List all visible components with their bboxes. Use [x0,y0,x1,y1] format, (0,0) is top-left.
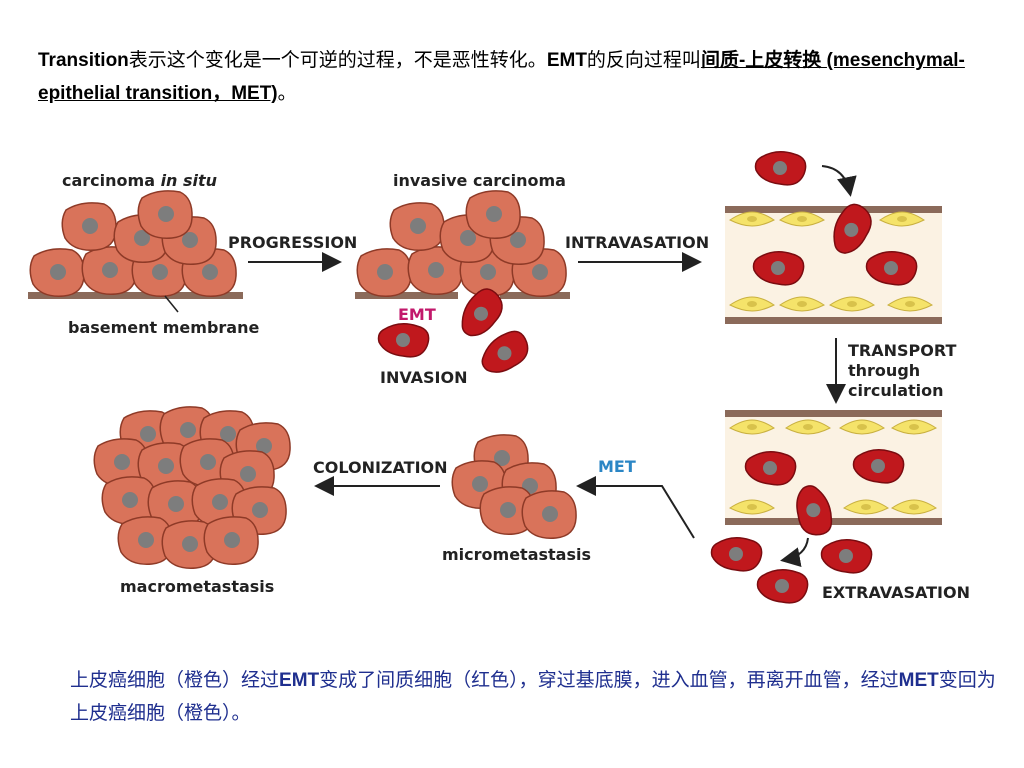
header-met-cn: 间质-上皮转换 [700,50,827,71]
label-through: through [848,361,920,380]
label-macrometastasis: macrometastasis [120,577,274,596]
label-in-situ: in situ [161,171,218,190]
membrane-pointer [164,295,179,313]
label-progression: PROGRESSION [228,233,357,252]
footer-part5: 变回为上皮癌细胞（橙色）。 [70,669,996,724]
mesenchymal-cell [377,323,430,358]
epithelial-cell [137,190,193,239]
label-micrometastasis: micrometastasis [442,545,591,564]
met-arrow [576,476,695,539]
met-arrow-group: MET [576,457,695,539]
carcinoma-in-situ-group: carcinoma in situ basement membrane [28,171,259,337]
header-met-en: (mesenchymal-epithelial transition，MET) [38,50,965,104]
epithelial-cell [29,248,85,297]
basement-membrane-1 [28,292,243,299]
mesenchymal-cell [820,539,873,574]
upper-blood-vessel [725,151,942,324]
header-emt: EMT [546,50,587,71]
mesenchymal-cell [710,537,763,572]
macrometastasis-group: macrometastasis [93,406,291,596]
label-transport: TRANSPORT [848,341,956,360]
footer-emt: EMT [279,670,320,691]
lower-blood-vessel: EXTRAVASATION [710,410,970,604]
label-invasion: INVASION [380,368,468,387]
header-desc: 表示这个变化是一个可逆的过程，不是恶性转化。 [128,49,547,71]
vessel-wall-top [725,410,942,417]
label-circulation: circulation [848,381,944,400]
footer-met: MET [898,670,939,691]
mesenchymal-cell [474,323,536,383]
svg-text:carcinoma in situ: carcinoma in situ [62,171,217,190]
epithelial-cell [356,248,412,297]
micrometastasis-group: micrometastasis [442,434,591,564]
label-basement-membrane: basement membrane [68,318,259,337]
label-invasive-carcinoma: invasive carcinoma [393,171,566,190]
label-emt: EMT [398,305,436,324]
vessel-wall-bottom [725,317,942,324]
label-met: MET [598,457,636,476]
intravasation-arrow-group: INTRAVASATION [565,233,709,272]
intravasation-curve-arrow [821,165,857,197]
vessel-wall-bottom [725,518,942,525]
label-extravasation: EXTRAVASATION [822,583,970,602]
epithelial-cell [465,190,521,239]
transport-arrow-group: TRANSPORT through circulation [826,338,956,404]
invasive-carcinoma-group: invasive carcinoma EMT INVASION [355,171,570,387]
mesenchymal-cell [756,569,809,604]
footer-part1: 上皮癌细胞（橙色）经过 [70,669,280,691]
basement-membrane-2a [355,292,458,299]
label-intravasation: INTRAVASATION [565,233,709,252]
vessel-wall-top [725,206,942,213]
epithelial-cell [521,490,577,539]
extravasation-curve-arrow [780,537,809,567]
header-text: Transition表示这个变化是一个可逆的过程，不是恶性转化。EMT的反向过程… [38,44,988,110]
label-colonization: COLONIZATION [313,458,448,477]
colonization-arrow-group: COLONIZATION [313,458,448,496]
header-end: 。 [277,82,297,104]
epithelial-cell [389,202,445,251]
footer-part3: 变成了间质细胞（红色），穿过基底膜，进入血管，再离开血管，经过 [319,669,899,691]
header-transition: Transition [38,50,129,71]
footer-text: 上皮癌细胞（橙色）经过EMT变成了间质细胞（红色），穿过基底膜，进入血管，再离开… [70,664,1010,730]
header-reverse: 的反向过程叫 [586,49,701,71]
mesenchymal-cell [754,151,807,186]
progression-arrow-group: PROGRESSION [228,233,357,272]
label-carcinoma: carcinoma [62,171,161,190]
epithelial-cell [203,516,259,565]
epithelial-cell [61,202,117,251]
